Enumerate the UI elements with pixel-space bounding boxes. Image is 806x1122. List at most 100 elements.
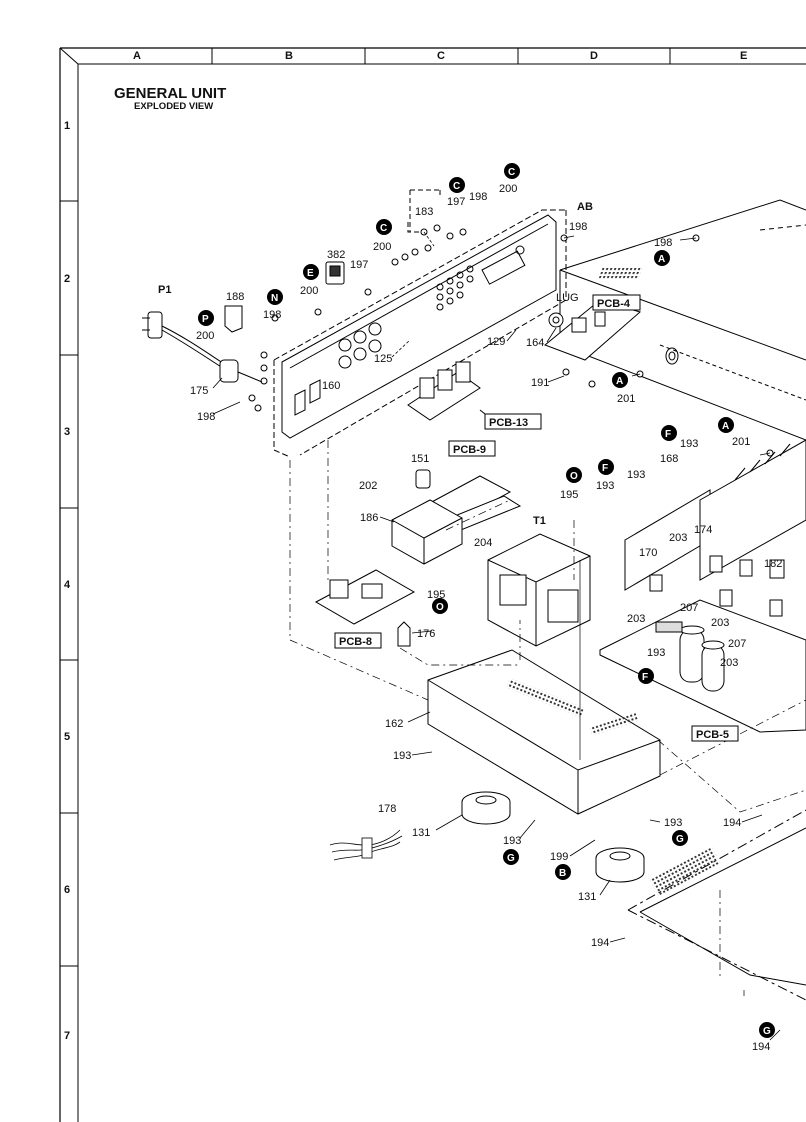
label-pcb-8: PCB-8: [339, 636, 372, 648]
column-label-d: D: [590, 50, 598, 62]
row-label-7: 7: [64, 1030, 71, 1042]
label-ab: AB: [577, 201, 593, 213]
callout-198: 198: [654, 237, 672, 249]
marker-a: A: [722, 421, 729, 432]
column-label-b: B: [285, 50, 293, 62]
pcb-5-board: [599, 599, 806, 733]
reference-markers: C C C E N P A A A F F F O O G G G B: [198, 163, 775, 1038]
callout-200: 200: [373, 241, 391, 253]
callout-164: 164: [526, 337, 544, 349]
callout-204: 204: [474, 537, 492, 549]
callout-195: 195: [560, 489, 578, 501]
column-label-e: E: [740, 50, 748, 62]
callout-174: 174: [694, 524, 712, 536]
callout-198: 198: [197, 411, 215, 423]
callout-178: 178: [378, 803, 396, 815]
heatsink-assembly: [624, 439, 806, 617]
callout-198: 198: [569, 221, 587, 233]
marker-o: O: [436, 602, 444, 613]
callout-195: 195: [427, 589, 445, 601]
callout-183: 183: [415, 206, 433, 218]
callout-203: 203: [669, 532, 687, 544]
rear-panel: [273, 209, 567, 458]
callout-194: 194: [723, 817, 741, 829]
callouts: 183 197 198 200 198 198 382 200 197 200 …: [190, 183, 782, 1053]
marker-c: C: [380, 223, 387, 234]
callout-129: 129: [487, 336, 505, 348]
bottom-chassis: [427, 649, 661, 815]
part-382: [325, 261, 345, 285]
row-label-2: 2: [64, 273, 71, 285]
pcb-8-board: [314, 569, 416, 625]
transformer-t1: [487, 533, 591, 647]
callout-200: 200: [300, 285, 318, 297]
marker-a: A: [616, 376, 623, 387]
callout-203: 203: [711, 617, 729, 629]
marker-g: G: [507, 853, 515, 864]
column-label-a: A: [133, 50, 141, 62]
callout-176: 176: [417, 628, 435, 640]
pcb-13-board: [407, 361, 481, 421]
marker-e: E: [307, 268, 314, 279]
callout-207: 207: [728, 638, 746, 650]
callout-198: 198: [469, 191, 487, 203]
label-p1: P1: [158, 284, 171, 296]
foot-131-b: [595, 847, 645, 883]
callout-197: 197: [350, 259, 368, 271]
callout-193: 193: [596, 480, 614, 492]
callout-160: 160: [322, 380, 340, 392]
callout-193: 193: [627, 469, 645, 481]
marker-c: C: [508, 167, 515, 178]
callout-194: 194: [591, 937, 609, 949]
marker-b: B: [559, 868, 566, 879]
row-label-3: 3: [64, 426, 71, 438]
bottom-plate: [627, 809, 806, 1001]
callout-203: 203: [720, 657, 738, 669]
callout-170: 170: [639, 547, 657, 559]
row-label-4: 4: [64, 579, 71, 591]
marker-f: F: [642, 672, 648, 683]
power-cord: [142, 311, 263, 383]
callout-202: 202: [359, 480, 377, 492]
callout-125: 125: [374, 353, 392, 365]
callout-382: 382: [327, 249, 345, 261]
callout-197: 197: [447, 196, 465, 208]
page-subtitle: EXPLODED VIEW: [134, 101, 214, 112]
label-pcb-9: PCB-9: [453, 444, 486, 456]
row-label-5: 5: [64, 731, 71, 743]
callout-162: 162: [385, 718, 403, 730]
marker-g: G: [763, 1026, 771, 1037]
marker-p: P: [202, 314, 209, 325]
callout-131: 131: [412, 827, 430, 839]
label-pcb-4: PCB-4: [597, 298, 631, 310]
callout-200: 200: [196, 330, 214, 342]
callout-193: 193: [680, 438, 698, 450]
callout-200: 200: [499, 183, 517, 195]
callout-198: 198: [263, 309, 281, 321]
label-t1: T1: [533, 515, 546, 527]
label-lug: LUG: [556, 292, 579, 304]
marker-c: C: [453, 181, 460, 192]
row-label-6: 6: [64, 884, 71, 896]
callout-131: 131: [578, 891, 596, 903]
marker-n: N: [271, 293, 278, 304]
part-186: [391, 499, 463, 565]
callout-186: 186: [360, 512, 378, 524]
callout-207: 207: [680, 602, 698, 614]
pcb-4-board: [544, 299, 642, 361]
marker-f: F: [602, 463, 608, 474]
top-cover: [559, 199, 806, 441]
rear-screws: [248, 224, 774, 457]
callout-193: 193: [647, 647, 665, 659]
callout-193: 193: [503, 835, 521, 847]
callout-175: 175: [190, 385, 208, 397]
marker-a: A: [658, 254, 665, 265]
marker-g: G: [676, 834, 684, 845]
callout-193: 193: [393, 750, 411, 762]
row-label-1: 1: [64, 120, 71, 132]
callout-182: 182: [764, 558, 782, 570]
page-title: GENERAL UNIT: [114, 85, 227, 102]
marker-f: F: [665, 429, 671, 440]
